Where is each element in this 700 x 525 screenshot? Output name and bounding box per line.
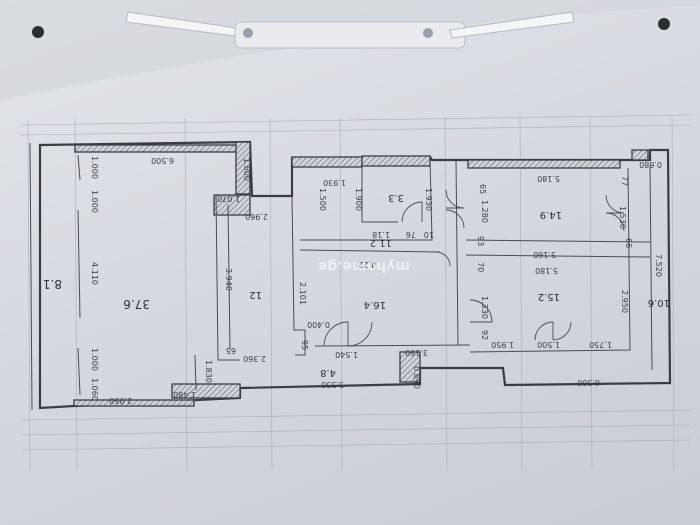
dimension-labels: 6.500 1.600 1.000 1.000 4.110 1.000 1.06… xyxy=(90,156,663,405)
dimension-label: 1.900 xyxy=(354,188,363,211)
area-label: 8.1 xyxy=(43,277,62,291)
watermark-text: myhome.ge xyxy=(318,258,410,274)
dimension-label: 4.110 xyxy=(90,262,99,285)
dimension-label: 1.930 xyxy=(424,188,433,211)
dimension-label: 1.500 xyxy=(537,340,560,349)
dimension-label: 1.830 xyxy=(204,360,213,383)
dimension-label: 95 xyxy=(300,340,309,350)
grid-lines xyxy=(19,114,691,471)
area-label: 4.8 xyxy=(320,367,336,378)
dimension-label: 0.890 xyxy=(412,366,421,389)
dimension-label: 1.000 xyxy=(90,348,99,371)
dimension-label: 1.500 xyxy=(318,188,327,211)
dimension-label: 65 xyxy=(478,184,487,194)
dimension-label: 2.950 xyxy=(109,396,132,405)
exterior-walls xyxy=(38,140,672,410)
dimension-label: 1.060 xyxy=(90,378,99,401)
interior-walls xyxy=(29,142,653,411)
dimension-label: 1.280 xyxy=(480,200,489,223)
room-area-labels: 37.6 8.1 12 16.4 11.2 3.3 14.9 15.2 10.6… xyxy=(43,192,670,378)
dimension-label: 76 xyxy=(406,230,416,239)
area-label: 12 xyxy=(249,289,262,300)
dimension-label: 0.400 xyxy=(307,320,330,329)
dimension-label: 6.300 xyxy=(577,378,600,387)
dimension-label: 0.680 xyxy=(639,160,662,169)
dimension-label: 2.960 xyxy=(245,212,268,221)
dimension-label: 1.600 xyxy=(242,158,251,181)
dimension-label: 1.070 xyxy=(217,194,240,203)
dimension-label: 5.160 xyxy=(533,250,556,259)
dimension-label: 6.500 xyxy=(151,156,174,165)
dimension-label: 66 xyxy=(624,238,633,248)
dimension-label: 2.101 xyxy=(298,282,307,305)
dimension-label: 3.150 xyxy=(405,348,428,357)
dimension-label: 92 xyxy=(480,330,489,340)
dimension-label: 1.530 xyxy=(618,206,627,229)
dimension-label: 3.940 xyxy=(224,268,233,291)
area-label: 11.2 xyxy=(370,237,392,248)
dimension-label: 5.550 xyxy=(321,380,344,389)
dimension-label: 77 xyxy=(620,176,629,186)
dimension-label: 1.750 xyxy=(589,340,612,349)
area-label: 16.4 xyxy=(364,299,386,310)
dimension-label: 1.930 xyxy=(323,178,346,187)
dimension-label: 2.360 xyxy=(243,354,266,363)
door-swings xyxy=(323,189,625,347)
dimension-label: 1.18 xyxy=(372,230,390,239)
area-label: 15.2 xyxy=(538,291,560,302)
dimension-label: 1.540 xyxy=(335,350,358,359)
dimension-label: 70 xyxy=(476,262,485,272)
dimension-label: 5.180 xyxy=(535,266,558,275)
area-label: 14.9 xyxy=(540,209,562,220)
binder-clip xyxy=(0,0,700,100)
dimension-label: 93 xyxy=(476,236,485,246)
dimension-label: 10 xyxy=(424,230,434,239)
dimension-label: 1.480 xyxy=(173,390,196,399)
area-label: 37.6 xyxy=(123,297,150,311)
area-label: 3.3 xyxy=(388,192,404,203)
dimension-label: 1.330 xyxy=(480,296,489,319)
dimension-label: 1.000 xyxy=(90,156,99,179)
dimension-label: 1.000 xyxy=(90,190,99,213)
dimension-label: 7.520 xyxy=(654,254,663,277)
dimension-label: 1.950 xyxy=(491,340,514,349)
dimension-label: 65 xyxy=(226,346,236,355)
area-label: 10.6 xyxy=(648,297,670,308)
dimension-label: 2.950 xyxy=(620,290,629,313)
dimension-label: 4.22 xyxy=(358,260,376,269)
dimension-label: 5.180 xyxy=(537,174,560,183)
